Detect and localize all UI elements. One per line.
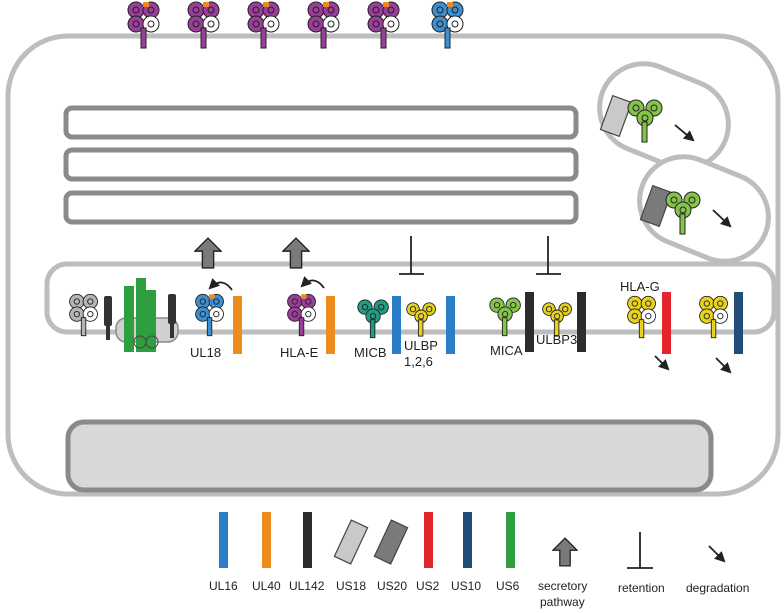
legend-label-retention: retention xyxy=(618,581,665,595)
vesicle-lower xyxy=(637,154,771,264)
us18-block-vesicle xyxy=(599,94,633,138)
degradation-arrow-vesicle-1 xyxy=(674,124,695,142)
tapasin-right-stem xyxy=(170,324,174,338)
retention-symbol-mica xyxy=(536,236,561,275)
legend-swatch-ul40 xyxy=(262,512,271,568)
degradation-arrow-vesicle-2 xyxy=(712,209,732,228)
legend-swatch-us6 xyxy=(506,512,515,568)
legend-label-us10: US10 xyxy=(451,579,481,593)
tapasin-left xyxy=(104,296,112,326)
tapasin-left-stem xyxy=(106,326,110,340)
nucleus xyxy=(65,419,714,493)
legend-degradation-arrow-icon xyxy=(708,545,726,563)
ul142-bar-ulbp3 xyxy=(577,292,586,352)
label-ulbp: ULBP xyxy=(404,338,438,353)
legend-swatch-us20 xyxy=(373,519,409,565)
hla-e-export-curve-arrow xyxy=(300,276,325,289)
vesicle-upper xyxy=(597,61,731,171)
legend-secretory-arrow-icon xyxy=(552,537,578,567)
legend-swatch-ul142 xyxy=(303,512,312,568)
legend-label-ul16: UL16 xyxy=(209,579,238,593)
golgi-cisterna-2 xyxy=(63,147,579,182)
golgi-cisterna-1 xyxy=(63,105,579,140)
tapasin-right xyxy=(168,294,176,324)
label-ulbp-numbers: 1,2,6 xyxy=(404,354,433,369)
legend-swatch-us18 xyxy=(333,519,369,565)
ul40-bar-1 xyxy=(233,296,242,354)
ul18-export-curve-arrow xyxy=(208,278,233,291)
us20-block-vesicle xyxy=(639,184,673,228)
retention-symbol-micb xyxy=(399,236,424,275)
legend: UL16 UL40 UL142 US18 US20 US2 US10 US6 s… xyxy=(209,512,749,609)
us6-bar-2 xyxy=(136,278,146,352)
label-micb: MICB xyxy=(354,345,387,360)
legend-label-ul142: UL142 xyxy=(289,579,325,593)
legend-label-secretory: secretory xyxy=(538,579,587,593)
ul40-bar-2 xyxy=(326,296,335,354)
tap-complex-us6 xyxy=(69,278,179,352)
label-hla-e: HLA-E xyxy=(280,345,319,360)
ul142-bar-mica xyxy=(525,292,534,352)
label-hla-g: HLA-G xyxy=(620,279,660,294)
legend-label-pathway: pathway xyxy=(540,595,585,609)
legend-label-us6: US6 xyxy=(496,579,520,593)
label-ul18: UL18 xyxy=(190,345,221,360)
us6-bar-1 xyxy=(124,286,134,352)
golgi-cisterna-3 xyxy=(63,190,579,225)
legend-label-us18: US18 xyxy=(336,579,366,593)
legend-label-us20: US20 xyxy=(377,579,407,593)
ul16-bar-micb xyxy=(392,296,401,354)
ul16-bar-ulbp xyxy=(446,296,455,354)
legend-swatch-us2 xyxy=(424,512,433,568)
degradation-arrow-us10 xyxy=(715,357,732,374)
degradation-arrow-hla-g xyxy=(654,355,670,371)
us10-bar xyxy=(734,292,743,354)
legend-swatch-us10 xyxy=(463,512,472,568)
legend-swatch-ul16 xyxy=(219,512,228,568)
us2-bar xyxy=(662,292,671,354)
legend-label-us2: US2 xyxy=(416,579,440,593)
label-ulbp3: ULBP3 xyxy=(536,332,577,347)
us6-bar-3 xyxy=(146,290,156,352)
legend-label-degradation: degradation xyxy=(686,581,749,595)
label-mica: MICA xyxy=(490,343,523,358)
legend-retention-icon xyxy=(627,532,653,569)
legend-label-ul40: UL40 xyxy=(252,579,281,593)
